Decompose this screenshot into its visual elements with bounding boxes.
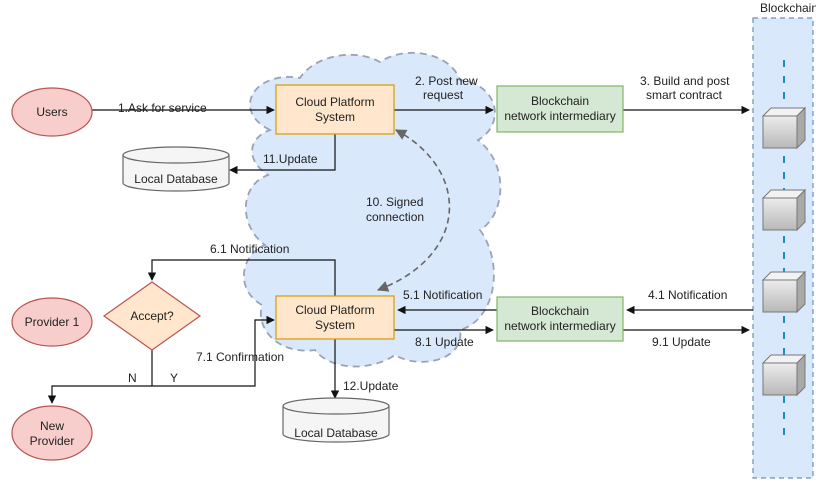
edge-notification-6-1 [147,259,336,296]
local-database-top-label: Local Database [134,172,218,186]
blockchain-title: Blockchain [760,1,816,15]
cloud-platform-bottom-line2: System [315,318,355,332]
label-signed-1: 10. Signed [366,195,423,209]
label-confirmation-7-1: 7.1 Confirmation [196,350,284,364]
cloud-platform-bottom-node [275,295,395,340]
label-update-8-1: 8.1 Update [415,335,474,349]
label-build-contract-1: 3. Build and post [640,74,730,88]
blockchain-intermediary-top-node [496,85,624,133]
new-provider-node [11,405,93,461]
block-4-icon [761,353,807,397]
edge-signed-connection [376,129,451,292]
label-update-9-1: 9.1 Update [652,335,711,349]
label-post-request-2: request [423,88,464,102]
local-database-bottom-label: Local Database [294,426,378,440]
cloud-platform-bottom-line1: Cloud Platform [295,303,374,317]
label-notification-4-1: 4.1 Notification [648,288,727,302]
blockchain-column [752,17,814,479]
accept-decision-label: Accept? [130,309,174,323]
cloud-platform-top-line2: System [315,110,355,124]
label-branch-yes: Y [170,371,178,385]
label-update-12: 12.Update [343,379,399,393]
accept-decision-node [102,281,202,351]
label-update-11: 11.Update [263,152,318,166]
cloud-platform-top-node [275,84,395,135]
local-database-top [122,146,230,192]
provider1-label: Provider 1 [25,315,80,329]
label-notification-5-1: 5.1 Notification [403,288,482,302]
label-build-contract-2: smart contract [646,88,723,102]
edge-update-11 [229,134,336,175]
users-label: Users [36,105,67,119]
cloud-platform-top-line1: Cloud Platform [295,95,374,109]
bni-top-line2: network intermediary [504,109,615,123]
users-node [11,87,93,137]
block-1-icon [761,106,807,150]
label-signed-2: connection [366,210,424,224]
label-post-request-1: 2. Post new [415,74,478,88]
blockchain-intermediary-bottom-node [496,296,624,342]
new-provider-label-line1: New [40,419,64,433]
bni-bottom-line1: Blockchain [531,304,589,318]
label-ask-service: 1.Ask for service [118,101,207,115]
bni-top-line1: Blockchain [531,94,589,108]
edge-confirmation-7-1 [151,315,275,387]
provider1-node [11,297,93,347]
local-database-bottom [282,397,390,443]
new-provider-label-line2: Provider [30,434,75,448]
block-3-icon [761,270,807,314]
label-branch-no: N [128,371,137,385]
edge-branch-no [47,385,152,404]
bni-bottom-line2: network intermediary [504,319,615,333]
block-2-icon [761,188,807,232]
label-notification-6-1: 6.1 Notification [210,242,289,256]
